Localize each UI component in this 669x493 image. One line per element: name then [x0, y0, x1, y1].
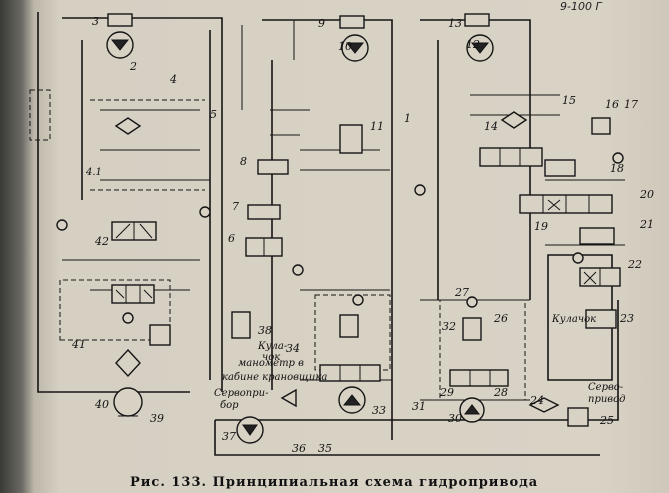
valve-42 — [111, 221, 157, 241]
label-31: 31 — [412, 400, 426, 413]
servo-right-line1: Серво- — [588, 382, 624, 393]
heat-exchanger-14 — [500, 111, 528, 129]
valve-32 — [462, 317, 482, 341]
label-12: 12 — [466, 38, 480, 51]
valve-16 — [591, 117, 611, 135]
valve-21 — [579, 227, 615, 245]
pump-30 — [459, 397, 485, 423]
label-10: 10 — [338, 40, 352, 53]
label-4-1: 4.1 — [85, 167, 102, 178]
valve-6 — [245, 237, 283, 257]
figure-caption: Рис. 133. Принципиальная схема гидроприв… — [130, 475, 539, 490]
corner-handwritten-note: 9-100 Г — [560, 0, 602, 13]
text-annotations: Кула- чок манометр в кабине крановщика С… — [214, 314, 625, 411]
distributor-20 — [519, 194, 613, 214]
label-1: 1 — [404, 112, 411, 125]
servopribor-left-line1: Сервопри- — [214, 388, 269, 399]
kulachok-23-label: Кулачок — [551, 314, 596, 325]
label-29: 29 — [439, 386, 454, 399]
valve-25 — [567, 407, 589, 427]
label-16: 16 — [605, 98, 619, 111]
accumulator-11 — [339, 124, 363, 154]
label-35: 35 — [318, 442, 332, 455]
label-32: 32 — [442, 320, 456, 333]
label-4: 4 — [169, 73, 177, 86]
distributor-left — [111, 284, 155, 304]
pump-37 — [236, 416, 264, 444]
label-22: 22 — [627, 258, 642, 271]
check-valve-35 — [280, 388, 297, 408]
kulachok-38-line2: чок — [262, 352, 280, 363]
gauges — [56, 152, 624, 324]
servopribor-left-line2: бор — [220, 400, 239, 411]
label-9: 9 — [318, 17, 325, 30]
cylinder-38 — [231, 311, 251, 339]
label-13: 13 — [448, 17, 462, 30]
pump-12 — [466, 34, 494, 62]
label-7: 7 — [232, 200, 239, 213]
label-2: 2 — [129, 60, 137, 73]
component-labels: 3 2 4 5 4.1 42 41 40 39 9 10 11 8 7 6 38… — [71, 15, 654, 455]
servo-right-line2: привод — [588, 394, 625, 405]
manometer-line1: манометр в — [238, 358, 304, 369]
label-6: 6 — [228, 232, 235, 245]
distributor-29 — [449, 369, 509, 387]
kulachok-38-line1: Кула- — [257, 341, 288, 352]
label-26: 26 — [493, 312, 508, 325]
distributor-upper-right — [479, 147, 543, 167]
cylinder-13 — [464, 13, 490, 27]
valve-41 — [149, 324, 171, 346]
label-25: 25 — [599, 414, 614, 427]
label-11: 11 — [370, 120, 384, 133]
distributor-22 — [579, 267, 621, 287]
cylinder-3 — [107, 13, 133, 27]
label-39: 39 — [150, 412, 164, 425]
filter-40 — [115, 348, 141, 378]
motor-39 — [113, 387, 143, 417]
label-28: 28 — [493, 386, 508, 399]
label-24: 24 — [529, 394, 544, 407]
label-41: 41 — [71, 338, 86, 351]
manometer-line2: кабине крановщика — [222, 372, 327, 383]
valve-7 — [247, 204, 281, 220]
label-36: 36 — [292, 442, 306, 455]
label-23: 23 — [619, 312, 634, 325]
label-17: 17 — [624, 98, 638, 111]
label-38: 38 — [258, 324, 272, 337]
label-8: 8 — [240, 155, 247, 168]
valve-18 — [544, 159, 576, 177]
pump-33 — [338, 386, 366, 414]
label-3: 3 — [92, 15, 99, 28]
label-40: 40 — [94, 398, 109, 411]
label-34: 34 — [286, 342, 300, 355]
distributor-34 — [319, 364, 381, 382]
label-20: 20 — [639, 188, 654, 201]
pump-10 — [341, 34, 369, 62]
label-5: 5 — [210, 108, 217, 121]
label-15: 15 — [562, 94, 576, 107]
hydraulic-schematic: 3 2 4 5 4.1 42 41 40 39 9 10 11 8 7 6 38… — [29, 12, 654, 456]
label-14: 14 — [484, 120, 498, 133]
label-37: 37 — [222, 430, 236, 443]
valve-34-block — [339, 314, 359, 338]
label-21: 21 — [639, 218, 654, 231]
label-42: 42 — [94, 235, 109, 248]
valve-8 — [257, 159, 289, 175]
pump-2 — [106, 31, 134, 59]
filter-24 — [528, 397, 560, 413]
label-19: 19 — [534, 220, 548, 233]
heat-exchanger-5 — [114, 117, 142, 135]
label-18: 18 — [610, 162, 624, 175]
valve-23 — [585, 309, 617, 329]
label-30: 30 — [448, 412, 462, 425]
cylinder-9 — [339, 15, 365, 29]
label-27: 27 — [454, 286, 469, 299]
label-33: 33 — [372, 404, 386, 417]
frame-lines — [29, 12, 625, 456]
